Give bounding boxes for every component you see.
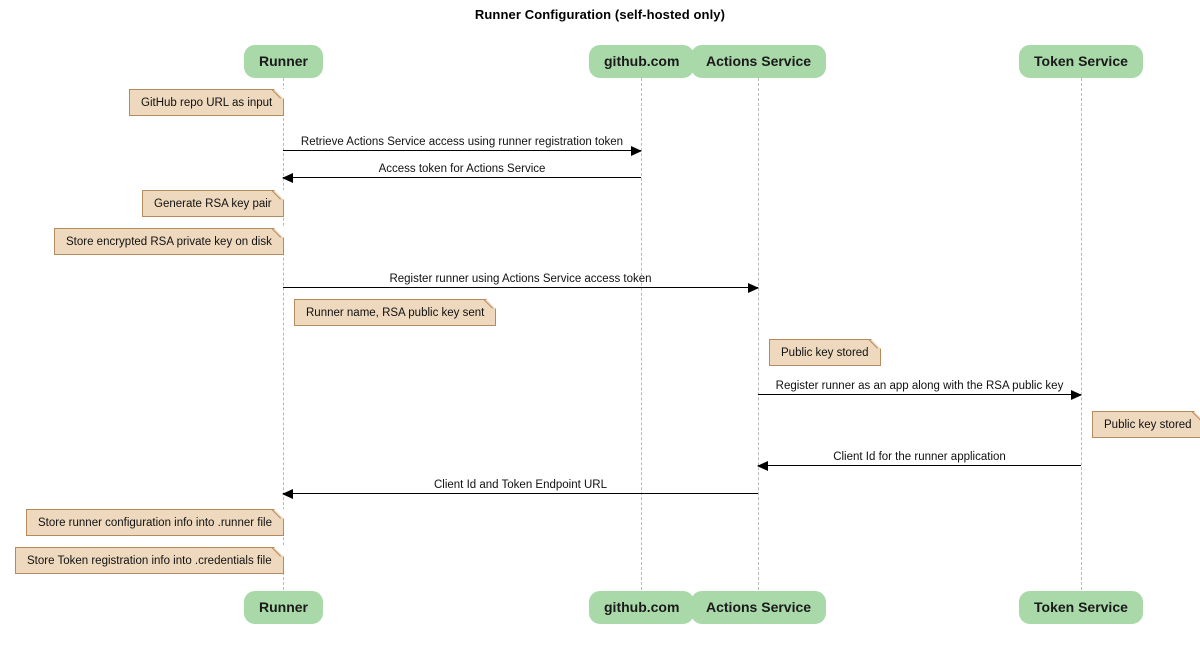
lifeline-token xyxy=(1081,78,1082,590)
note-fold-edge-icon xyxy=(272,190,284,202)
note-fold-edge-icon xyxy=(869,339,881,351)
participant-github-top[interactable]: github.com xyxy=(589,45,695,78)
message-arrow: Client Id and Token Endpoint URL xyxy=(282,479,758,499)
arrowhead-left-icon xyxy=(282,488,293,499)
note-box: Public key stored xyxy=(769,339,881,366)
participant-runner-top[interactable]: Runner xyxy=(244,45,323,78)
message-arrow: Retrieve Actions Service access using ru… xyxy=(283,136,642,156)
note-box: Store runner configuration info into .ru… xyxy=(26,509,284,536)
arrowhead-left-icon xyxy=(282,172,293,183)
note-fold-edge-icon xyxy=(272,228,284,240)
note-fold-edge-icon xyxy=(1192,411,1200,423)
note-box: Public key stored xyxy=(1092,411,1200,438)
lifeline-runner xyxy=(283,78,284,590)
note-fold-edge-icon xyxy=(272,547,284,559)
note-fold-edge-icon xyxy=(272,509,284,521)
message-label: Client Id for the runner application xyxy=(833,451,1006,463)
arrowhead-right-icon xyxy=(631,145,642,156)
participant-actions-top[interactable]: Actions Service xyxy=(691,45,827,78)
message-arrow: Client Id for the runner application xyxy=(757,451,1081,471)
message-label: Access token for Actions Service xyxy=(378,163,546,175)
message-label: Register runner using Actions Service ac… xyxy=(389,273,652,285)
participant-token-bottom[interactable]: Token Service xyxy=(1019,591,1143,624)
note-box: GitHub repo URL as input xyxy=(129,89,285,116)
note-box: Store Token registration info into .cred… xyxy=(15,547,284,574)
note-box: Runner name, RSA public key sent xyxy=(294,299,497,326)
message-label: Client Id and Token Endpoint URL xyxy=(433,479,608,491)
message-arrow: Access token for Actions Service xyxy=(282,163,641,183)
message-arrow: Register runner using Actions Service ac… xyxy=(283,273,759,293)
participant-actions-bottom[interactable]: Actions Service xyxy=(691,591,827,624)
lifeline-actions xyxy=(758,78,759,590)
note-fold-edge-icon xyxy=(484,299,496,311)
participant-github-bottom[interactable]: github.com xyxy=(589,591,695,624)
participant-token-top[interactable]: Token Service xyxy=(1019,45,1143,78)
arrowhead-right-icon xyxy=(1071,389,1082,400)
participant-runner-bottom[interactable]: Runner xyxy=(244,591,323,624)
message-label: Register runner as an app along with the… xyxy=(775,380,1064,392)
lifeline-github xyxy=(641,78,642,590)
arrowhead-left-icon xyxy=(757,460,768,471)
note-box: Store encrypted RSA private key on disk xyxy=(54,228,284,255)
note-box: Generate RSA key pair xyxy=(142,190,284,217)
page-title: Runner Configuration (self-hosted only) xyxy=(474,7,726,22)
note-fold-edge-icon xyxy=(272,89,284,101)
message-arrow: Register runner as an app along with the… xyxy=(758,380,1082,400)
arrowhead-right-icon xyxy=(748,282,759,293)
message-label: Retrieve Actions Service access using ru… xyxy=(300,136,624,148)
